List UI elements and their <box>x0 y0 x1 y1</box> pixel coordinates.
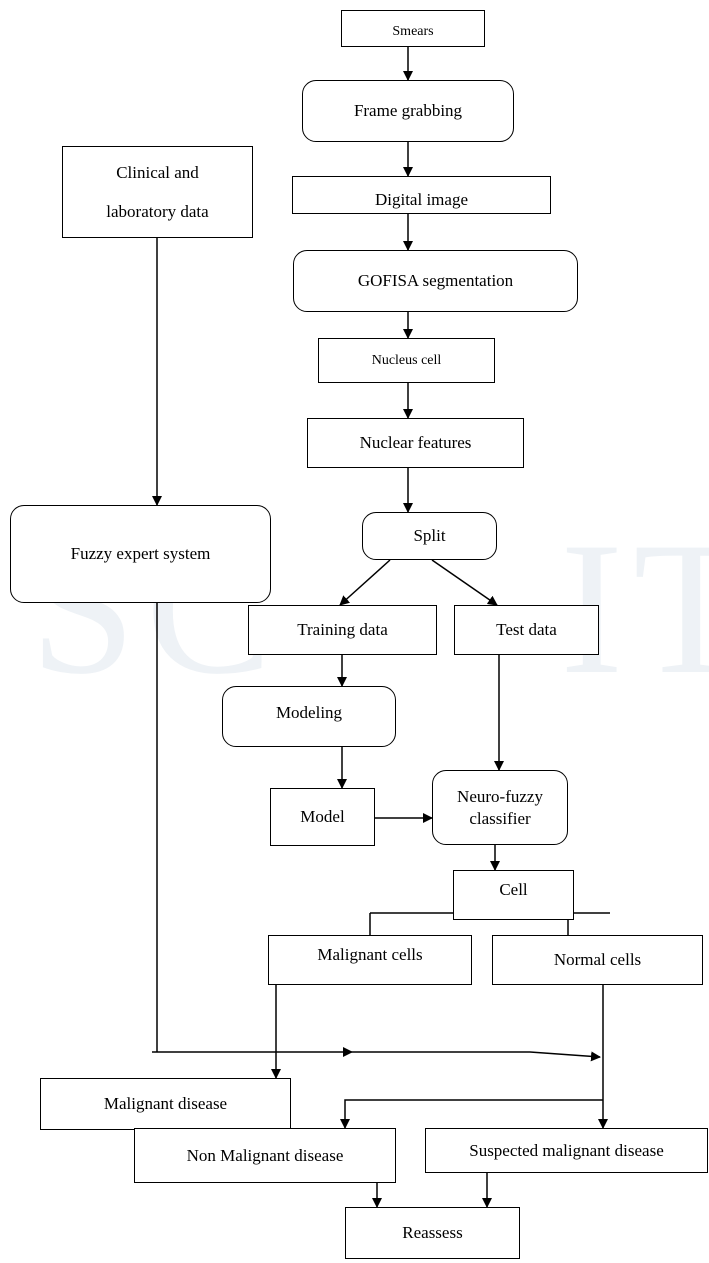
arrow-combine-right <box>352 1051 601 1062</box>
node-clinical-and-laboratory-data: Clinical and laboratory data <box>62 146 253 238</box>
node-training-data: Training data <box>248 605 437 655</box>
node-digital-image: Digital image <box>292 176 551 214</box>
node-frame-grabbing: Frame grabbing <box>302 80 514 142</box>
clinical-label-line-1: Clinical and <box>116 162 199 182</box>
node-cell: Cell <box>453 870 574 920</box>
node-nuclear-features: Nuclear features <box>307 418 524 468</box>
node-fuzzy-expert-system: Fuzzy expert system <box>10 505 271 603</box>
node-reassess: Reassess <box>345 1207 520 1259</box>
node-nucleus-cell: Nucleus cell <box>318 338 495 383</box>
node-malignant-cells: Malignant cells <box>268 935 472 985</box>
arrow-normal-to-nonmalignant <box>340 1099 603 1129</box>
node-malignant-disease: Malignant disease <box>40 1078 291 1130</box>
node-normal-cells: Normal cells <box>492 935 703 985</box>
classifier-label-line-1: Neuro-fuzzy <box>457 787 543 807</box>
arrow-split-to-training <box>339 559 391 606</box>
node-test-data: Test data <box>454 605 599 655</box>
node-split: Split <box>362 512 497 560</box>
clinical-label-line-2: laboratory data <box>106 202 209 221</box>
node-non-malignant-disease: Non Malignant disease <box>134 1128 396 1183</box>
node-model: Model <box>270 788 375 846</box>
node-smears: Smears <box>341 10 485 47</box>
node-gofisa-segmentation: GOFISA segmentation <box>293 250 578 312</box>
node-suspected-malignant-disease: Suspected malignant disease <box>425 1128 708 1173</box>
classifier-label-line-2: classifier <box>469 808 531 828</box>
arrow-split-to-test <box>431 559 498 606</box>
node-neuro-fuzzy-classifier: Neuro-fuzzy classifier <box>432 770 568 845</box>
node-modeling: Modeling <box>222 686 396 747</box>
